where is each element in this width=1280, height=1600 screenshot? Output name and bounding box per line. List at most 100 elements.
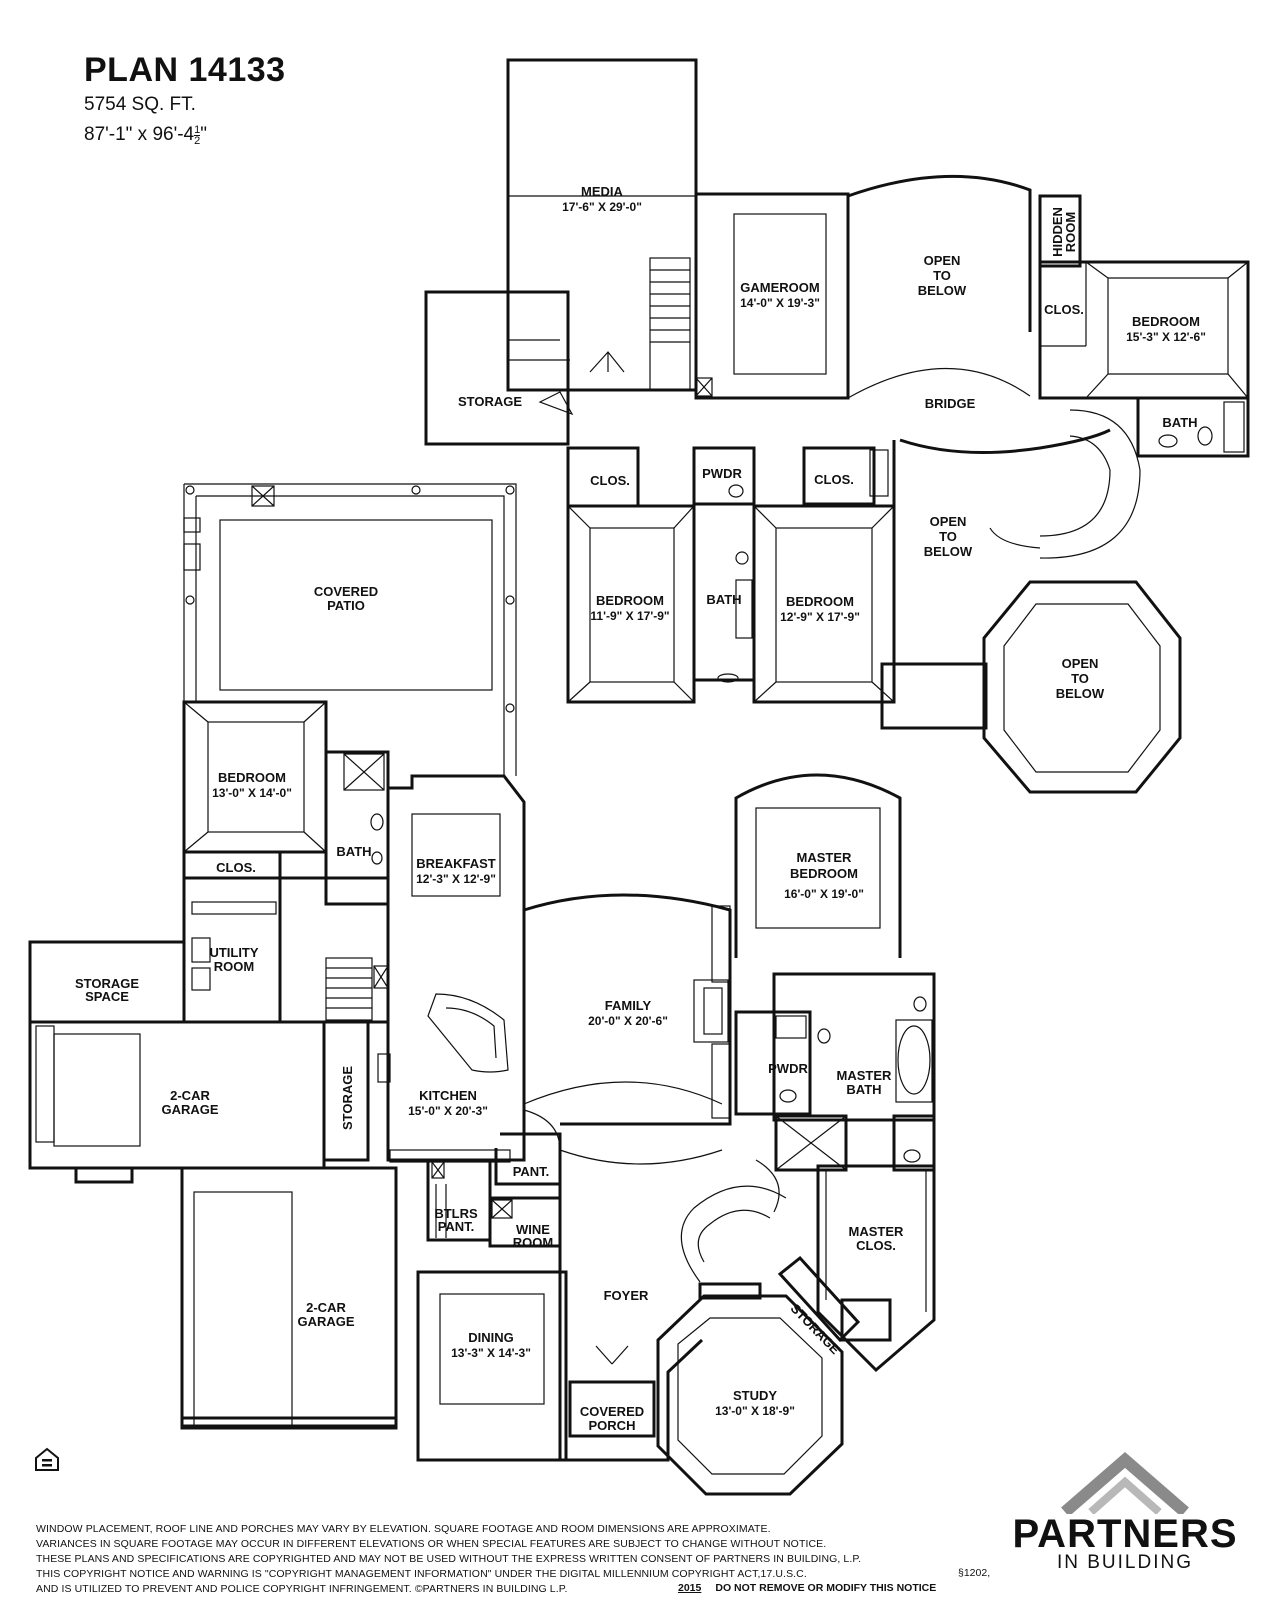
open-below-3-wall xyxy=(982,580,1182,794)
covered-patio-l1: COVERED xyxy=(314,584,378,599)
btlrs-pant-l1: BTLRS xyxy=(434,1206,478,1221)
utility-l2: ROOM xyxy=(214,959,254,974)
open-below-3-l3: BELOW xyxy=(1056,686,1105,701)
disclaimer-line: VARIANCES IN SQUARE FOOTAGE MAY OCCUR IN… xyxy=(36,1538,827,1550)
storage-lower-wall xyxy=(322,1020,370,1162)
pwdr-lower-wall xyxy=(734,1010,812,1116)
btlrs-pant-l2: PANT. xyxy=(438,1219,475,1234)
hidden-room-l2: ROOM xyxy=(1063,212,1078,252)
garage-2-l2: GARAGE xyxy=(297,1314,354,1329)
kitchen-label: KITCHEN xyxy=(419,1088,477,1103)
garage-1-l1: 2-CAR xyxy=(170,1088,210,1103)
brand-logo: PARTNERS IN BUILDING xyxy=(1000,1452,1250,1574)
copyright-year: 2015 xyxy=(678,1582,702,1594)
media-dims: 17'-6" X 29'-0" xyxy=(562,200,642,214)
bath-upper-right-wall xyxy=(1136,396,1250,458)
master-shower-wall xyxy=(774,1114,848,1172)
clos-upper-right-label: CLOS. xyxy=(1044,302,1084,317)
open-below-1-wall xyxy=(847,174,1032,332)
hall-stair-treads xyxy=(326,967,372,1009)
plan-square-footage: 5754 SQ. FT. xyxy=(84,94,196,115)
plan-title: PLAN 14133 xyxy=(84,51,286,89)
roof-logo-icon xyxy=(1061,1452,1189,1514)
clos-upper-mid-wall xyxy=(802,446,876,506)
foyer-wall xyxy=(558,1160,704,1462)
bedroom-upper-left-label: BEDROOM xyxy=(596,593,664,608)
media-label: MEDIA xyxy=(581,184,624,199)
kitchen-island xyxy=(427,993,509,1073)
bridge-label: BRIDGE xyxy=(925,396,976,411)
storage-lower-label: STORAGE xyxy=(340,1066,355,1130)
master-bath-l1: MASTER xyxy=(837,1068,893,1083)
breakfast-label: BREAKFAST xyxy=(416,856,496,871)
master-bath-wall xyxy=(772,972,936,1122)
open-below-2-l3: BELOW xyxy=(924,544,973,559)
pant-label: PANT. xyxy=(513,1164,550,1179)
brand-subtitle: IN BUILDING xyxy=(1056,1552,1194,1573)
master-bedroom-l2: BEDROOM xyxy=(790,866,858,881)
disclaimer-line: THESE PLANS AND SPECIFICATIONS ARE COPYR… xyxy=(36,1553,862,1565)
dining-label: DINING xyxy=(468,1330,514,1345)
copyright-warning: DO NOT REMOVE OR MODIFY THIS NOTICE xyxy=(715,1582,937,1594)
copyright-notice: 2015 DO NOT REMOVE OR MODIFY THIS NOTICE xyxy=(678,1582,936,1594)
frac-num: 1 xyxy=(194,124,201,136)
master-bedroom-wall xyxy=(734,773,902,958)
open-below-1-l1: OPEN xyxy=(924,253,961,268)
open-below-2-l1: OPEN xyxy=(930,514,967,529)
room-labels: MEDIA 17'-6" X 29'-0" GAMEROOM 14'-0" X … xyxy=(75,184,1206,1433)
utility-l1: UTILITY xyxy=(209,945,258,960)
frac-den: 2 xyxy=(194,135,201,147)
bath-lower-label: BATH xyxy=(336,844,371,859)
garage-1-l2: GARAGE xyxy=(161,1102,218,1117)
open-below-1-l3: BELOW xyxy=(918,283,967,298)
bedroom-upper-right-dims: 15'-3" X 12'-6" xyxy=(1126,330,1206,344)
bedroom-upper-mid-label: BEDROOM xyxy=(786,594,854,609)
bedroom-lower-dims: 13'-0" X 14'-0" xyxy=(212,786,292,800)
bedroom-upper-mid-dims: 12'-9" X 17'-9" xyxy=(780,610,860,624)
open-below-2-l2: TO xyxy=(939,529,957,544)
media-stair-treads xyxy=(650,269,690,343)
garage-2-l1: 2-CAR xyxy=(306,1300,346,1315)
gameroom-label: GAMEROOM xyxy=(740,280,819,295)
disclaimer-line: WINDOW PLACEMENT, ROOF LINE AND PORCHES … xyxy=(36,1523,771,1535)
spiral-stair-upper xyxy=(1039,409,1141,559)
bedroom-upper-right-label: BEDROOM xyxy=(1132,314,1200,329)
bath-lower-wall xyxy=(324,750,390,906)
open-below-1-l2: TO xyxy=(933,268,951,283)
open-below-3-l1: OPEN xyxy=(1062,656,1099,671)
covered-porch-l1: COVERED xyxy=(580,1404,644,1419)
open-below-3-l2: TO xyxy=(1071,671,1089,686)
clos-upper-left-label: CLOS. xyxy=(590,473,630,488)
study-label: STUDY xyxy=(733,1388,777,1403)
family-wall xyxy=(523,893,732,1126)
btlrs-shelving xyxy=(435,1184,447,1238)
covered-patio-outline xyxy=(183,483,517,776)
hidden-room-label-group: HIDDEN ROOM xyxy=(1050,207,1078,257)
gameroom-dims: 14'-0" X 19'-3" xyxy=(740,296,820,310)
master-bedroom-dims: 16'-0" X 19'-0" xyxy=(784,887,864,901)
bedroom-lower-label: BEDROOM xyxy=(218,770,286,785)
foyer-label: FOYER xyxy=(604,1288,649,1303)
family-label: FAMILY xyxy=(605,998,652,1013)
storage-diag-wall xyxy=(777,1255,861,1343)
pwdr-lower-label: PWDR xyxy=(768,1061,808,1076)
storage-space-l2: SPACE xyxy=(85,989,129,1004)
disclaimer-line: THIS COPYRIGHT NOTICE AND WARNING IS "CO… xyxy=(36,1568,807,1580)
upper-floor-walls xyxy=(424,58,1250,794)
study-dims: 13'-0" X 18'-9" xyxy=(715,1404,795,1418)
master-clos-l2: CLOS. xyxy=(856,1238,896,1253)
master-bath-l2: BATH xyxy=(846,1082,881,1097)
equal-housing-icon xyxy=(34,1446,60,1477)
bath-upper-mid-label: BATH xyxy=(706,592,741,607)
master-clos-wall xyxy=(816,1164,936,1373)
disclaimer: WINDOW PLACEMENT, ROOF LINE AND PORCHES … xyxy=(36,1522,996,1597)
wine-room-l2: ROOM xyxy=(513,1235,553,1250)
hidden-room-l1: HIDDEN xyxy=(1050,207,1065,257)
family-dims: 20'-0" X 20'-6" xyxy=(588,1014,668,1028)
pwdr-upper-label: PWDR xyxy=(702,466,742,481)
storage-space-l1: STORAGE xyxy=(75,976,139,991)
